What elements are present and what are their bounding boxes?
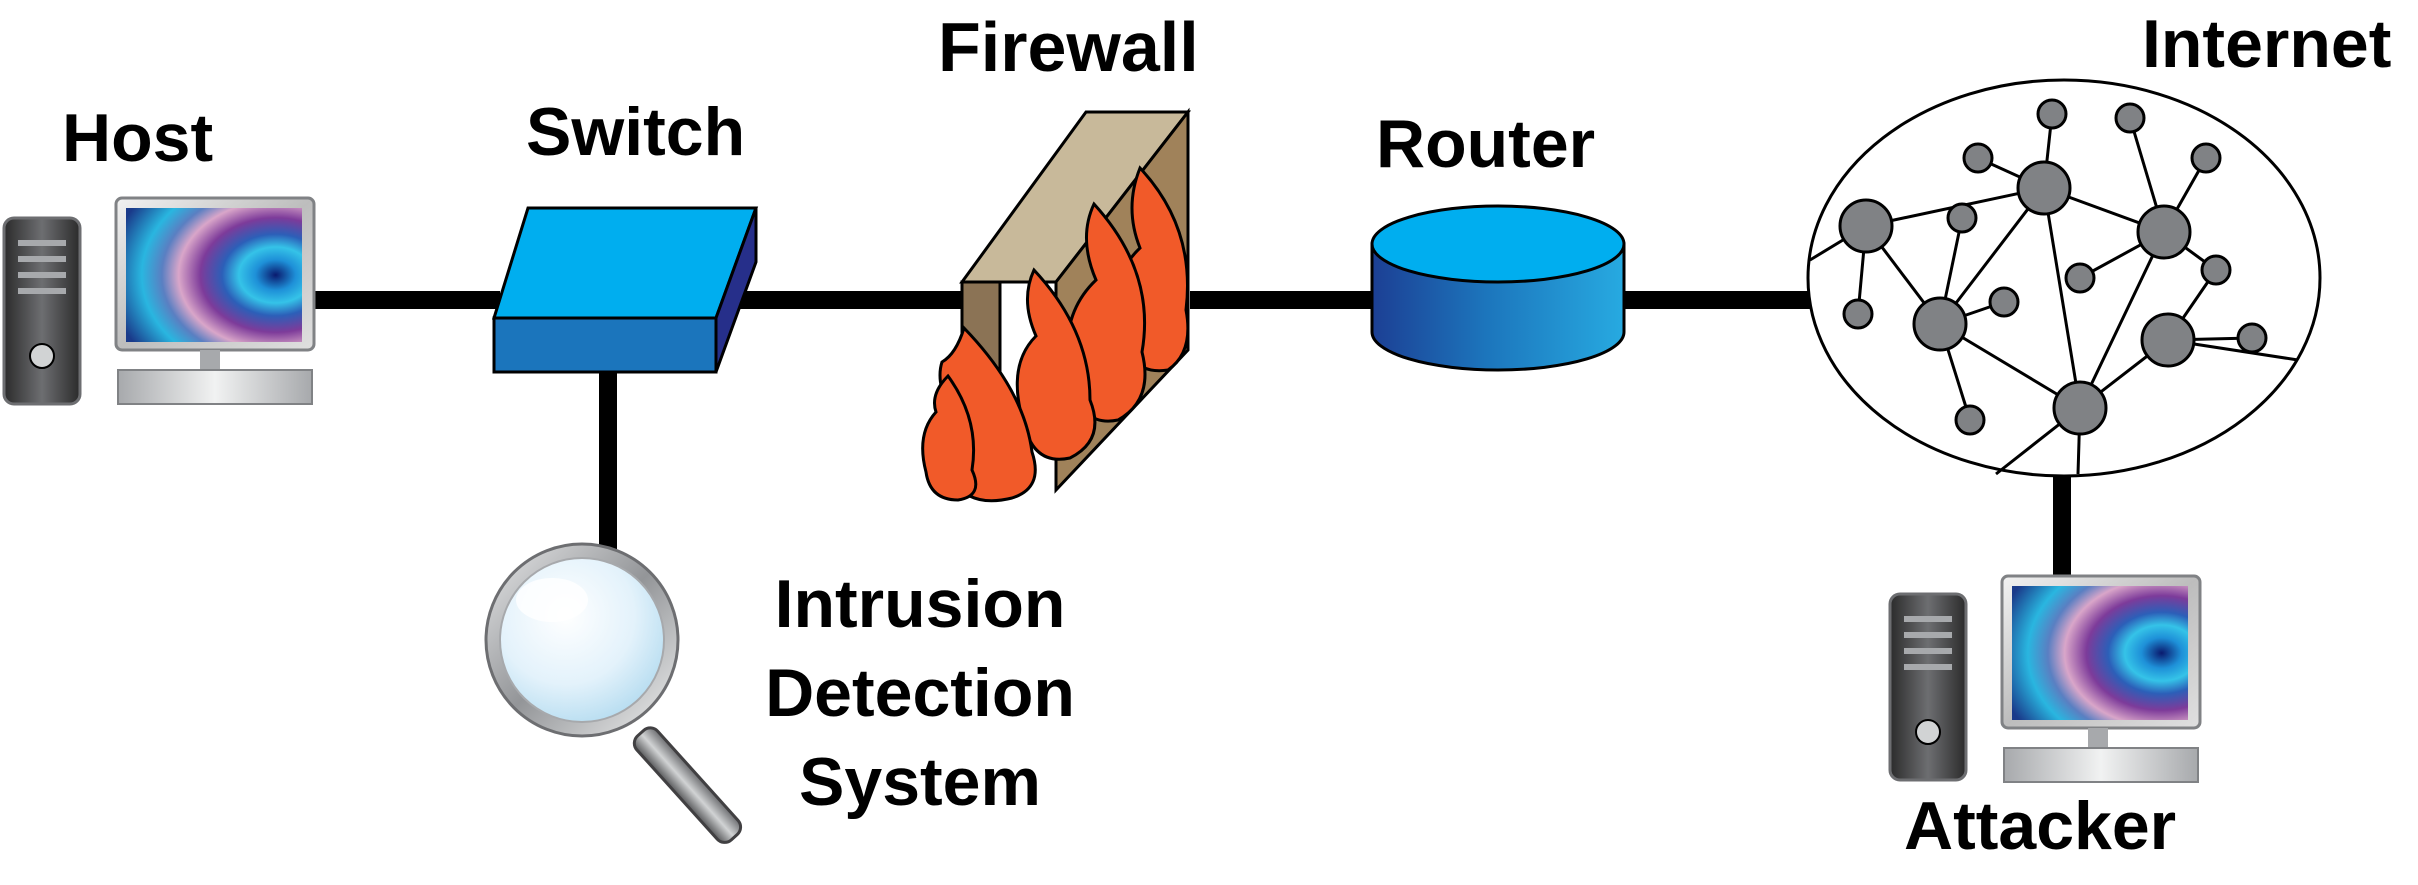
router-icon bbox=[1370, 204, 1626, 372]
attacker-label: Attacker bbox=[1904, 788, 2177, 864]
attacker-computer-icon bbox=[1888, 574, 2202, 783]
internet-cloud-icon bbox=[1806, 78, 2322, 478]
host-label: Host bbox=[62, 100, 214, 176]
attacker-base bbox=[2003, 747, 2199, 783]
magnifying-glass-icon bbox=[484, 542, 743, 844]
internet-boundary bbox=[1806, 78, 2322, 478]
flame-5 bbox=[921, 373, 978, 502]
internet-nodes bbox=[1838, 98, 2268, 436]
ids-label-line-1: Intrusion bbox=[774, 566, 1066, 642]
magnifier-lens bbox=[499, 557, 665, 723]
firewall-icon bbox=[921, 107, 1192, 503]
internet-label: Internet bbox=[2142, 6, 2392, 82]
host-tower bbox=[2, 216, 82, 406]
host-screen bbox=[126, 208, 302, 342]
ids-label: Intrusion Detection System bbox=[740, 560, 1100, 827]
network-switch-icon bbox=[491, 206, 759, 374]
network-links bbox=[300, 291, 2071, 590]
host-base bbox=[117, 369, 313, 405]
firewall-label: Firewall bbox=[938, 8, 1199, 86]
switch-front bbox=[492, 316, 718, 374]
attacker-screen bbox=[2012, 586, 2188, 720]
magnifier-handle bbox=[632, 726, 743, 844]
router-label: Router bbox=[1376, 106, 1596, 182]
switch-top bbox=[491, 206, 759, 320]
flame-3 bbox=[1015, 267, 1097, 461]
ids-label-line-3: System bbox=[799, 744, 1041, 820]
router-top bbox=[1370, 204, 1626, 284]
host-computer-icon bbox=[2, 196, 316, 406]
attacker-tower bbox=[1888, 592, 1968, 782]
ids-label-line-2: Detection bbox=[765, 655, 1075, 731]
switch-label: Switch bbox=[526, 94, 746, 170]
